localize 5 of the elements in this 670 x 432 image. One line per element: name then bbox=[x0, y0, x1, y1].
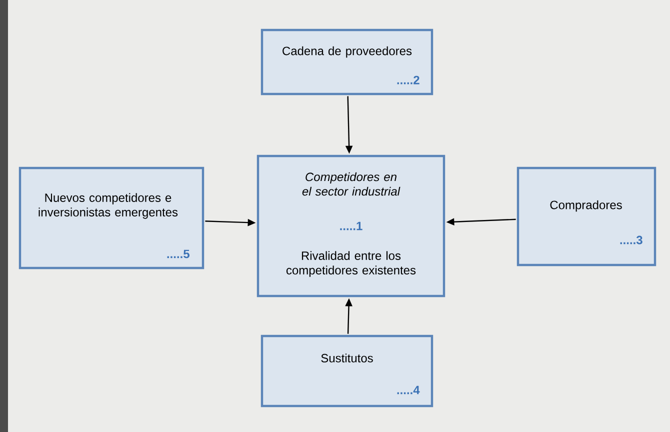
force-box: Sustitutos .....4 bbox=[260, 334, 434, 408]
force-box: Compradores .....3 bbox=[516, 166, 656, 266]
force-box: Competidores en el sector industrial .....1 Rivalidad entre los competidores existentes bbox=[256, 154, 446, 298]
force-box: Cadena de proveedores .....2 bbox=[260, 28, 434, 96]
force-box: Nuevos competidores e inversionistas emergentes .....5 bbox=[18, 166, 204, 270]
